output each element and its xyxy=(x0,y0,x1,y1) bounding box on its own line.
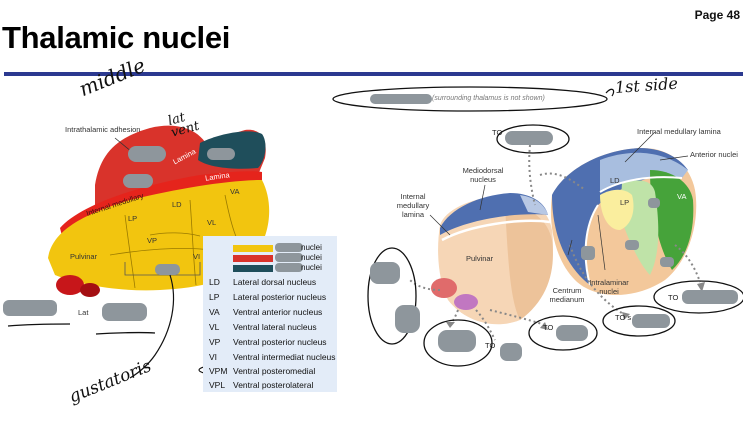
to-label: TO xyxy=(492,128,503,137)
label-internal-medullary-lamina-left: Internal medullary lamina xyxy=(396,192,430,219)
legend-swatch-label: nuclei xyxy=(301,253,322,262)
label-pulvinar-left: Pulvinar xyxy=(70,252,98,261)
to-label: TO xyxy=(543,323,554,332)
label-ld-right: LD xyxy=(610,176,620,185)
label-intrathalamic-adhesion: Intrathalamic adhesion xyxy=(65,125,141,134)
label-va-right: VA xyxy=(677,192,687,201)
page-number: Page 48 xyxy=(694,8,740,22)
label-intralaminar: Intralaminar nuclei xyxy=(589,278,629,296)
label-pulvinar-right: Pulvinar xyxy=(466,254,494,263)
legend-swatch-label: nuclei xyxy=(301,263,322,272)
label-internal-medullary-lamina-top: Internal medullary lamina xyxy=(637,127,721,136)
label-centrum-medianum: Centrum medianum xyxy=(549,286,585,304)
label-vp: VP xyxy=(147,236,158,245)
legend-swatch-teal xyxy=(233,265,273,272)
legend-swatch-red xyxy=(233,255,273,262)
legend-swatch-label: nuclei xyxy=(301,243,322,252)
right-diagram-caption: (surrounding thalamus is not shown) xyxy=(432,95,545,102)
label-vi: VI xyxy=(193,252,201,261)
legend-redaction xyxy=(275,263,303,272)
legend-swatch-yellow xyxy=(233,245,273,252)
to-label: TO xyxy=(668,293,679,302)
to-label: TO xyxy=(485,341,496,350)
page-title: Thalamic nuclei xyxy=(2,20,231,55)
legend-redaction xyxy=(275,253,303,262)
to-label: TO s xyxy=(615,313,632,322)
label-va: VA xyxy=(230,187,240,196)
label-ld: LD xyxy=(172,200,182,209)
label-lateral: Lat xyxy=(78,308,89,317)
label-lp-right: LP xyxy=(620,198,630,207)
legend-redaction xyxy=(275,243,303,252)
label-anterior-nuclei: Anterior nuclei xyxy=(690,150,738,159)
label-vl: VL xyxy=(207,218,217,227)
title-divider xyxy=(4,72,743,76)
label-lp: LP xyxy=(128,214,138,223)
label-mediodorsal: Mediodorsal nucleus xyxy=(462,166,504,184)
